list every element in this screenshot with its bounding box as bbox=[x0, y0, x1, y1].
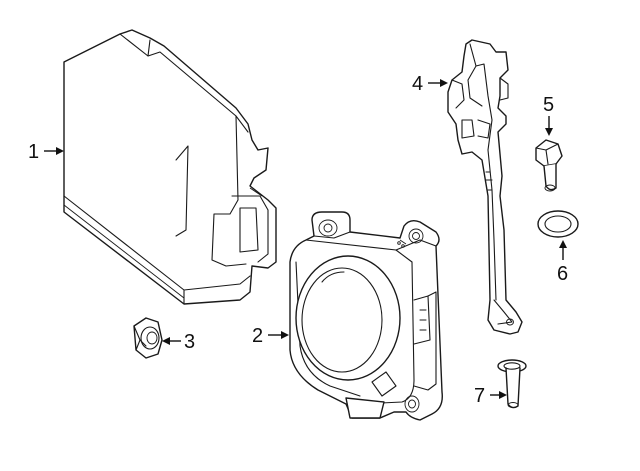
callout-1-label: 1 bbox=[28, 141, 39, 163]
callout-5: 5 bbox=[543, 94, 554, 136]
callout-5-label: 5 bbox=[543, 94, 554, 116]
arrow-icon bbox=[162, 337, 170, 345]
part-1-control-module bbox=[63, 29, 277, 305]
callout-2: 2 bbox=[252, 325, 289, 347]
callout-6-label: 6 bbox=[557, 263, 568, 285]
callout-7: 7 bbox=[474, 385, 507, 407]
part-5-bolt bbox=[535, 139, 563, 192]
callout-6: 6 bbox=[557, 240, 568, 285]
callout-4: 4 bbox=[412, 73, 448, 95]
callout-3: 3 bbox=[162, 331, 195, 353]
callout-4-label: 4 bbox=[412, 73, 423, 95]
part-6-washer bbox=[537, 210, 579, 238]
part-2-radar-sensor bbox=[289, 211, 443, 421]
arrow-icon bbox=[545, 128, 553, 136]
arrow-icon bbox=[281, 331, 289, 339]
arrow-icon bbox=[440, 79, 448, 87]
part-4-bracket bbox=[447, 39, 523, 335]
arrow-icon bbox=[56, 147, 64, 155]
arrow-icon bbox=[499, 391, 507, 399]
callout-7-label: 7 bbox=[474, 385, 485, 407]
callout-1: 1 bbox=[28, 141, 64, 163]
part-3-nut bbox=[133, 317, 163, 359]
callout-2-label: 2 bbox=[252, 325, 263, 347]
part-7-grommet bbox=[497, 359, 527, 409]
arrow-icon bbox=[559, 240, 567, 248]
callout-3-label: 3 bbox=[184, 331, 195, 353]
